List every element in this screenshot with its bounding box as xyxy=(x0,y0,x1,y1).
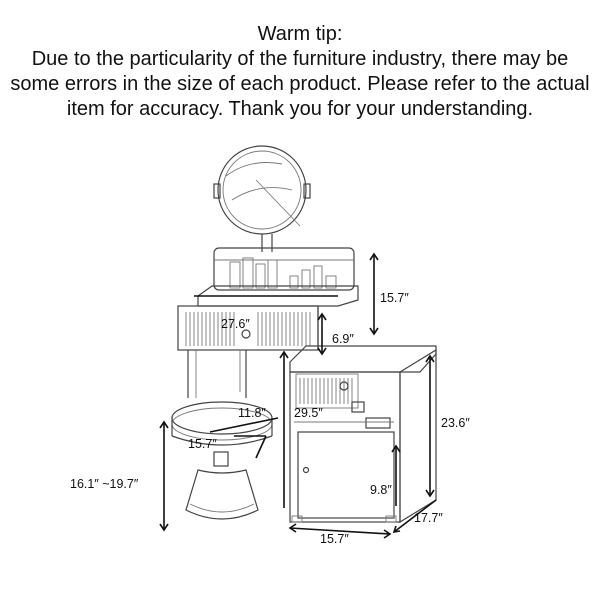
round-stool xyxy=(171,401,273,520)
cabinet-width-label: 15.7″ xyxy=(320,532,349,546)
door-height-label: 9.8″ xyxy=(370,483,392,497)
stool-depth-label: 11.8″ xyxy=(238,406,266,420)
cabinet-depth-label: 17.7″ xyxy=(414,511,443,525)
warm-tip-title: Warm tip: xyxy=(257,23,343,45)
warm-tip-line-1: Due to the particularity of the furnitur… xyxy=(31,48,569,70)
top-shelf-hutch xyxy=(213,247,355,291)
cabinet-height-right-label: 23.6″ xyxy=(441,416,470,430)
mirror-height-label: 15.7″ xyxy=(380,291,409,305)
side-cabinet xyxy=(289,345,437,524)
round-mirror xyxy=(213,145,311,252)
cabinet-height-left-label: 29.5″ xyxy=(294,406,323,420)
desk-width-label: 27.6″ xyxy=(221,317,250,331)
stool-height-label: 16.1″ ~19.7″ xyxy=(70,477,139,491)
stool-width-label: 15.7″ xyxy=(188,437,217,451)
warm-tip-line-2: some errors in the size of each product.… xyxy=(10,73,590,95)
warm-tip-line-3: item for accuracy. Thank you for your un… xyxy=(66,98,534,120)
dimension-arrows xyxy=(159,252,437,539)
drawer-height-label: 6.9″ xyxy=(332,332,354,346)
desk xyxy=(177,285,359,398)
